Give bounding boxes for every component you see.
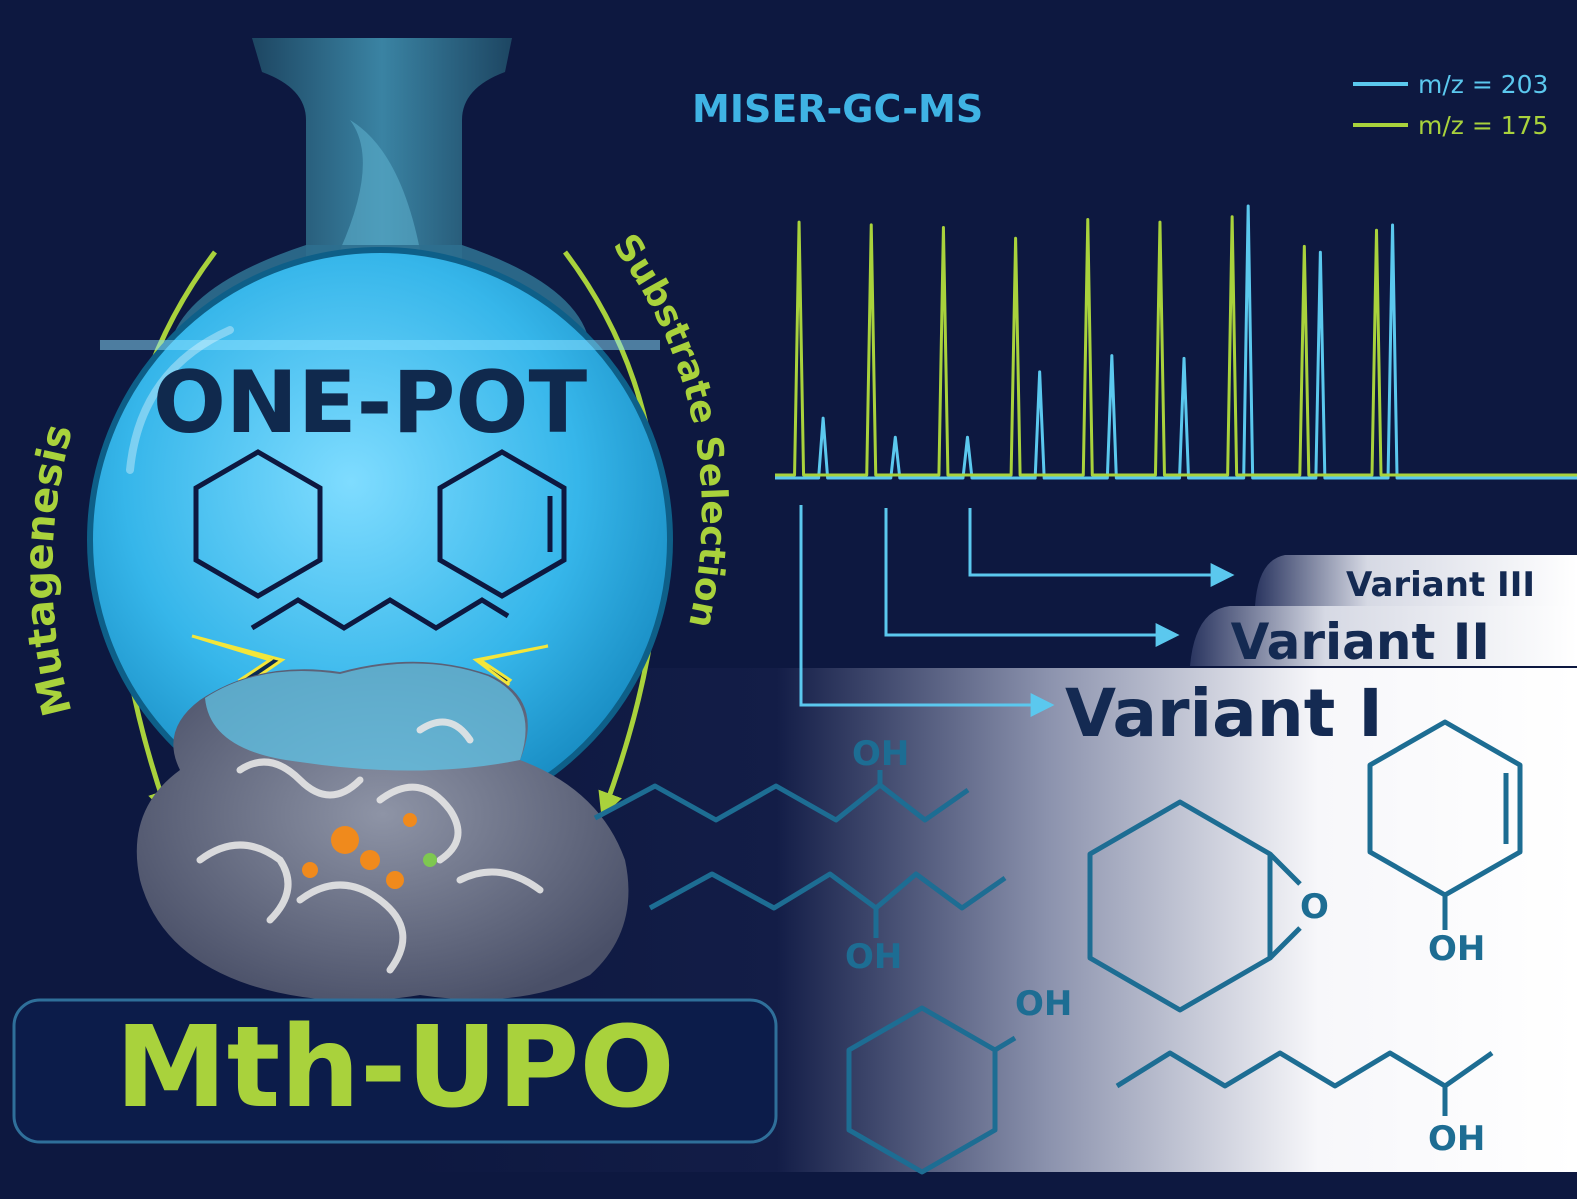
variant-2-label: Variant II [1231,613,1490,671]
legend: m/z = 203 m/z = 175 [1353,70,1548,140]
chromatogram [775,204,1577,480]
ms-title: MISER-GC-MS [692,87,983,131]
substrate-alkane-chain [250,597,510,631]
product-labels: OH OH OH O OH OH [845,734,1485,1159]
flask-vapor [340,120,420,250]
variant-3-tab [1255,555,1577,606]
legend-label-m203: m/z = 203 [1418,70,1548,99]
products [593,719,1523,1175]
epoxide-bond-top [1268,852,1302,886]
enzyme-label: Mth-UPO [115,1003,674,1133]
variant-2-tab [1190,606,1577,666]
flask-liquid-surface [100,340,660,350]
pot-label: ONE-POT [153,353,588,453]
legend-label-m175: m/z = 175 [1418,111,1548,140]
enzyme-label-box [12,998,778,1144]
enzyme-helices [196,718,544,974]
enzyme-metal-site [423,853,437,867]
trace-m-z-203 [775,204,1577,480]
variant-1-label: Variant I [1065,675,1383,752]
connector-variant-1 [799,505,1055,717]
connector-variant-2 [884,508,1180,647]
connector-variant-3 [968,508,1235,587]
flask-highlight [126,326,234,474]
epoxide-bond-bottom [1268,926,1302,960]
product-decan-4-ol [648,871,1007,911]
product-cyclohexanol-oh-bond [993,1035,1017,1053]
oh-label-cyclohexanol: OH [1015,984,1072,1024]
o-label-epoxide: O [1300,887,1329,927]
variant-3-label: Variant III [1346,565,1535,605]
oh-label-decan-4-ol: OH [845,937,902,977]
enzyme-structure [136,661,629,1001]
oh-label-cyclohexenol: OH [1428,929,1485,969]
oh-label-octan-2-ol: OH [1428,1119,1485,1159]
enzyme-active-region [205,663,526,771]
flask-neck [252,38,512,260]
substrate-cyclohexene [437,449,567,599]
oh-label-octan-3-ol: OH [852,734,909,774]
substrate-cyclohexane [193,449,323,599]
trace-m-z-175 [775,215,1577,477]
enzyme-heme-sites [302,813,417,889]
product-octan-3-ol [593,782,970,823]
product-octan-2-ol [1115,1050,1494,1089]
